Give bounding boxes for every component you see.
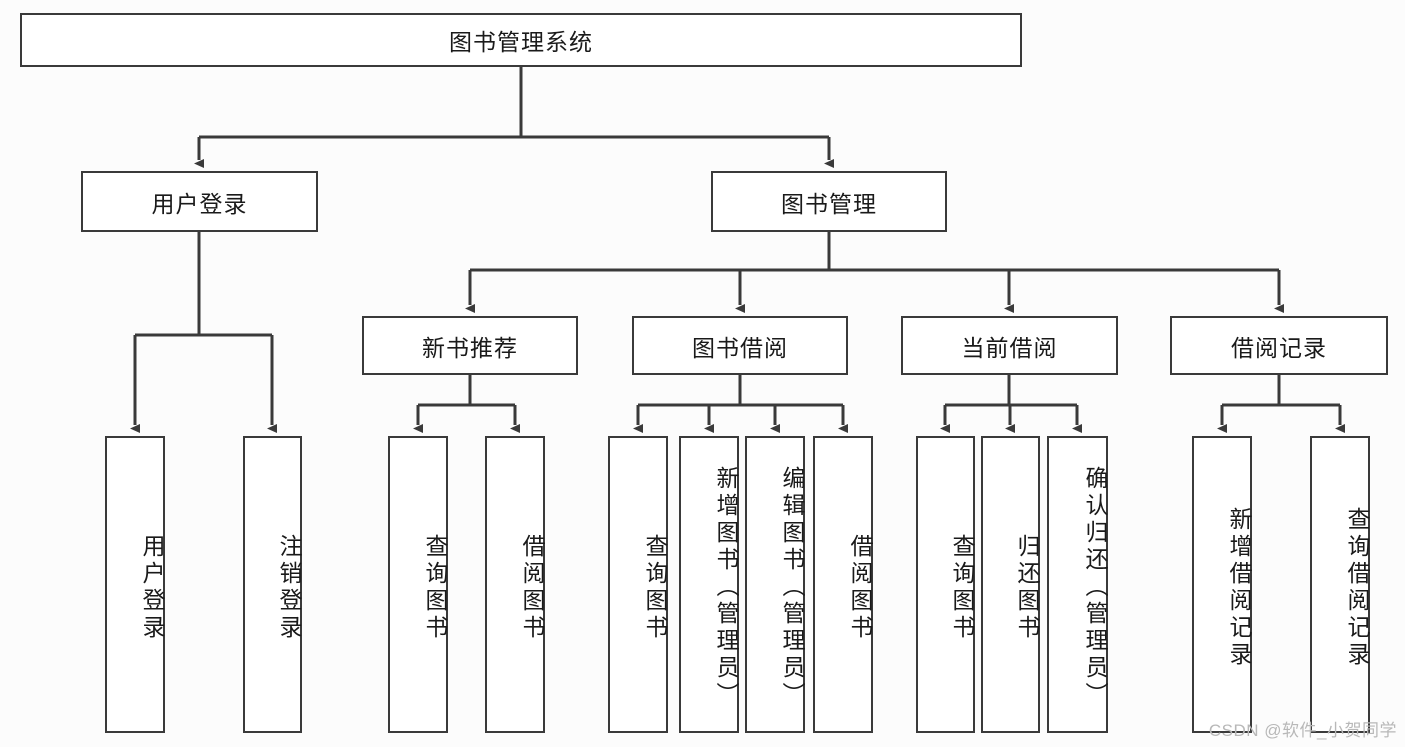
leaf-add-borrow-record-label: 新增借阅记录 bbox=[1226, 506, 1252, 669]
leaf-query-borrow-record-label: 查询借阅记录 bbox=[1344, 506, 1370, 669]
node-new-book-recommend-label: 新书推荐 bbox=[422, 334, 518, 361]
leaf-user-logout[interactable]: 注销登录 bbox=[243, 436, 302, 733]
leaf-borrow-book-1[interactable]: 借阅图书 bbox=[485, 436, 545, 733]
node-root[interactable]: 图书管理系统 bbox=[20, 13, 1022, 67]
leaf-query-book-3-label: 查询图书 bbox=[949, 533, 975, 642]
leaf-query-book-3[interactable]: 查询图书 bbox=[916, 436, 975, 733]
node-borrow-record-label: 借阅记录 bbox=[1231, 334, 1327, 361]
node-book-management-label: 图书管理 bbox=[781, 190, 877, 217]
node-user-login-label: 用户登录 bbox=[151, 190, 248, 217]
leaf-user-login[interactable]: 用户登录 bbox=[105, 436, 165, 733]
leaf-edit-book-admin[interactable]: 编辑图书（管理员） bbox=[745, 436, 805, 733]
leaf-query-book-2[interactable]: 查询图书 bbox=[608, 436, 668, 733]
leaf-add-book-admin[interactable]: 新增图书（管理员） bbox=[679, 436, 739, 733]
node-borrow-record[interactable]: 借阅记录 bbox=[1170, 316, 1388, 375]
node-root-label: 图书管理系统 bbox=[449, 29, 593, 55]
leaf-query-book-2-label: 查询图书 bbox=[642, 533, 668, 642]
leaf-return-book-label: 归还图书 bbox=[1014, 533, 1040, 642]
leaf-return-book[interactable]: 归还图书 bbox=[981, 436, 1040, 733]
leaf-query-book-1[interactable]: 查询图书 bbox=[388, 436, 448, 733]
node-new-book-recommend[interactable]: 新书推荐 bbox=[362, 316, 578, 375]
leaf-user-logout-label: 注销登录 bbox=[276, 533, 302, 642]
node-user-login[interactable]: 用户登录 bbox=[81, 171, 318, 232]
leaf-confirm-return-admin[interactable]: 确认归还（管理员） bbox=[1047, 436, 1108, 733]
node-book-borrow-label: 图书借阅 bbox=[692, 334, 788, 361]
node-book-borrow[interactable]: 图书借阅 bbox=[632, 316, 848, 375]
watermark: CSDN @软件_小贺同学 bbox=[1208, 721, 1397, 740]
leaf-query-borrow-record[interactable]: 查询借阅记录 bbox=[1310, 436, 1370, 733]
leaf-confirm-return-admin-label: 确认归还（管理员） bbox=[1082, 466, 1108, 709]
leaf-edit-book-admin-label: 编辑图书（管理员） bbox=[779, 466, 805, 709]
leaf-add-borrow-record[interactable]: 新增借阅记录 bbox=[1192, 436, 1252, 733]
leaf-add-book-admin-label: 新增图书（管理员） bbox=[713, 466, 739, 709]
leaf-query-book-1-label: 查询图书 bbox=[422, 533, 448, 642]
leaf-borrow-book-2[interactable]: 借阅图书 bbox=[813, 436, 873, 733]
node-book-management[interactable]: 图书管理 bbox=[711, 171, 947, 232]
leaf-borrow-book-2-label: 借阅图书 bbox=[847, 533, 873, 642]
node-current-borrow-label: 当前借阅 bbox=[961, 334, 1058, 361]
leaf-borrow-book-1-label: 借阅图书 bbox=[519, 533, 545, 642]
node-current-borrow[interactable]: 当前借阅 bbox=[901, 316, 1118, 375]
leaf-user-login-label: 用户登录 bbox=[139, 533, 165, 642]
